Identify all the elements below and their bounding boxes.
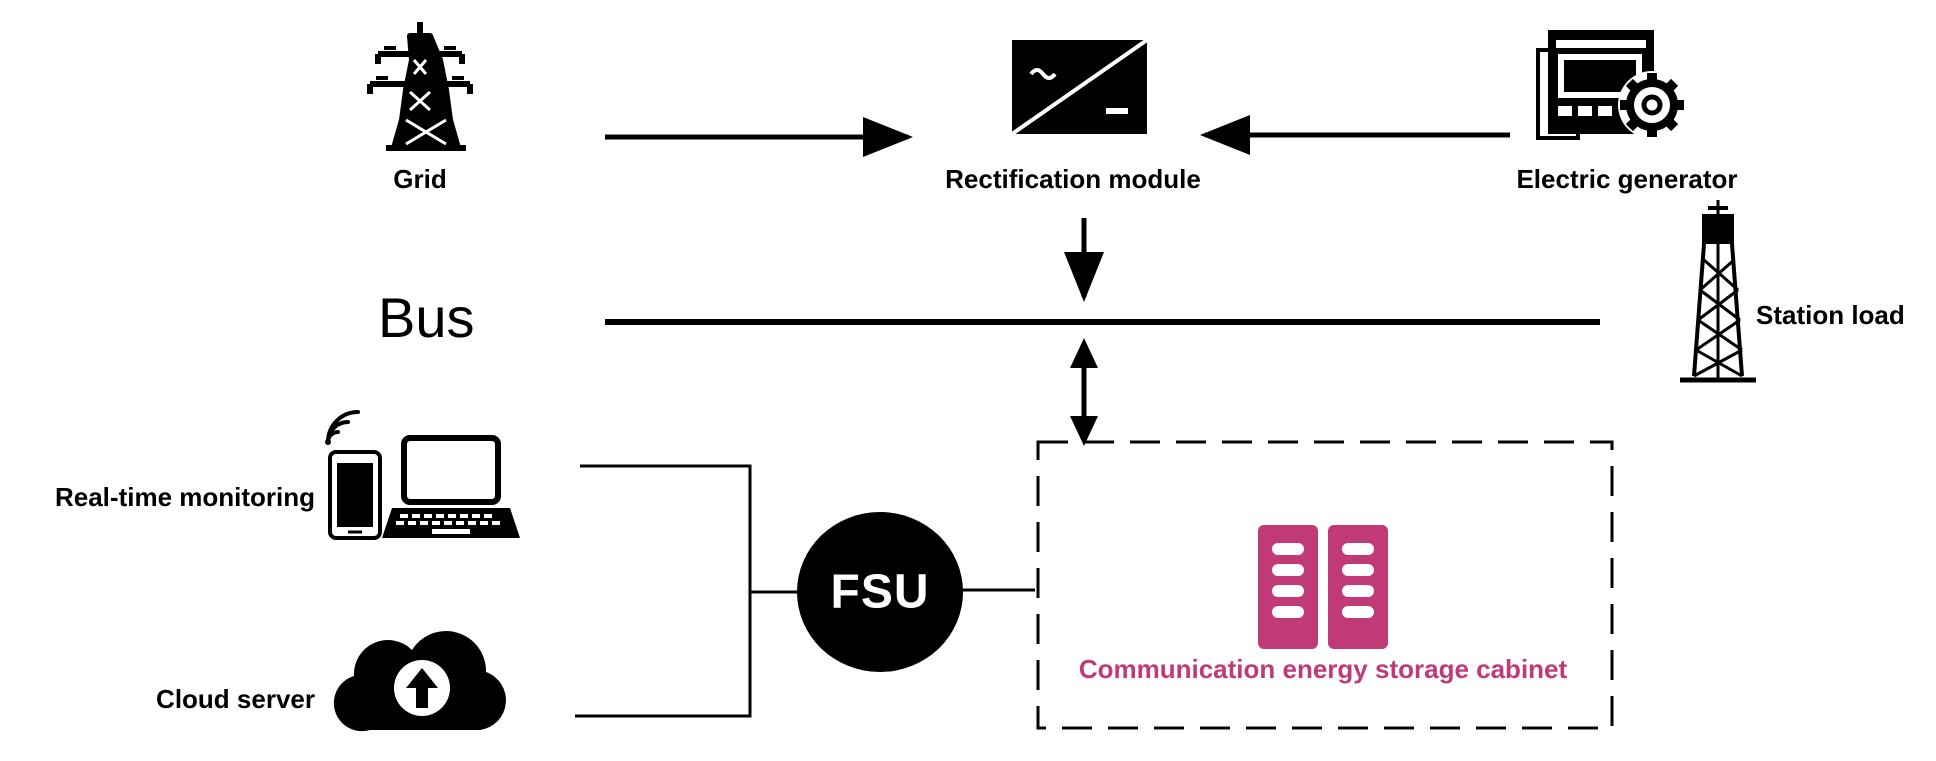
storage-cabinet-icon <box>1258 525 1388 649</box>
station-load-label: Station load <box>1756 300 1905 330</box>
cloud-upload-icon <box>333 631 506 732</box>
monitoring-connector <box>575 464 752 718</box>
laptop-icon <box>382 435 520 538</box>
smartphone-wifi-icon <box>325 410 382 540</box>
ac-dc-rectifier-icon <box>1010 38 1149 136</box>
grid-label: Grid <box>393 164 447 194</box>
rectification-label: Rectification module <box>945 164 1201 194</box>
fsu-node <box>797 512 963 672</box>
monitoring-label: Real-time monitoring <box>54 482 315 512</box>
generator-label: Electric generator <box>1516 164 1738 194</box>
cloud-label: Cloud server <box>156 684 315 714</box>
power-pylon-icon <box>367 22 473 151</box>
telecom-tower-icon <box>1680 200 1756 383</box>
generator-panel-gear-icon <box>1536 30 1686 140</box>
cabinet-label: Communication energy storage cabinet <box>1078 654 1568 684</box>
fsu-label: FSU <box>830 565 930 619</box>
cabinet-boundary <box>1036 440 1614 730</box>
bus-label: Bus <box>378 286 475 349</box>
